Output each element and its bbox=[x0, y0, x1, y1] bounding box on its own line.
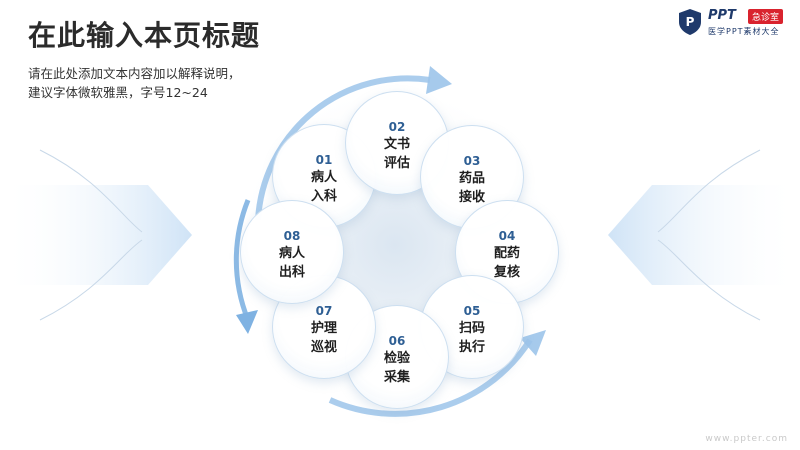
step-label: 扫码执行 bbox=[458, 321, 485, 355]
step-label: 病人出科 bbox=[278, 246, 305, 280]
page-title: 在此输入本页标题 bbox=[28, 19, 261, 52]
step-number: 04 bbox=[498, 229, 516, 243]
step-number: 02 bbox=[388, 120, 406, 134]
step-circle-08[interactable]: 08 病人出科 bbox=[240, 200, 344, 304]
step-label: 药品接收 bbox=[458, 171, 485, 205]
logo-tag: 急诊室 bbox=[748, 9, 784, 24]
cycle-arrow-bottom bbox=[328, 338, 533, 417]
step-number: 01 bbox=[315, 153, 333, 167]
right-chevron bbox=[608, 185, 800, 285]
cycle-arrow-left bbox=[233, 199, 251, 321]
step-label: 配药复核 bbox=[493, 246, 520, 280]
step-label: 检验采集 bbox=[383, 351, 410, 385]
step-label: 文书评估 bbox=[383, 137, 410, 171]
shield-logo-icon: P bbox=[679, 9, 701, 35]
logo-subtitle: 医学PPT素材大全 bbox=[708, 27, 780, 36]
logo-brand-text: PPT bbox=[708, 8, 736, 23]
brand-logo: P PPT 急诊室 医学PPT素材大全 bbox=[678, 8, 794, 38]
svg-text:P: P bbox=[686, 15, 695, 29]
page-description: 请在此处添加文本内容加以解释说明， 建议字体微软雅黑，字号12~24 bbox=[28, 64, 241, 102]
description-line-2: 建议字体微软雅黑，字号12~24 bbox=[28, 85, 208, 100]
left-chevron bbox=[0, 185, 192, 285]
step-number: 07 bbox=[315, 304, 333, 318]
step-number: 03 bbox=[463, 154, 481, 168]
step-number: 06 bbox=[388, 334, 406, 348]
step-number: 08 bbox=[283, 229, 301, 243]
step-label: 护理巡视 bbox=[310, 321, 337, 355]
cycle-arrow-top bbox=[255, 75, 431, 221]
watermark: www.ppter.com bbox=[705, 434, 788, 444]
step-number: 05 bbox=[463, 304, 481, 318]
description-line-1: 请在此处添加文本内容加以解释说明， bbox=[28, 66, 241, 81]
step-label: 病人入科 bbox=[310, 170, 337, 204]
